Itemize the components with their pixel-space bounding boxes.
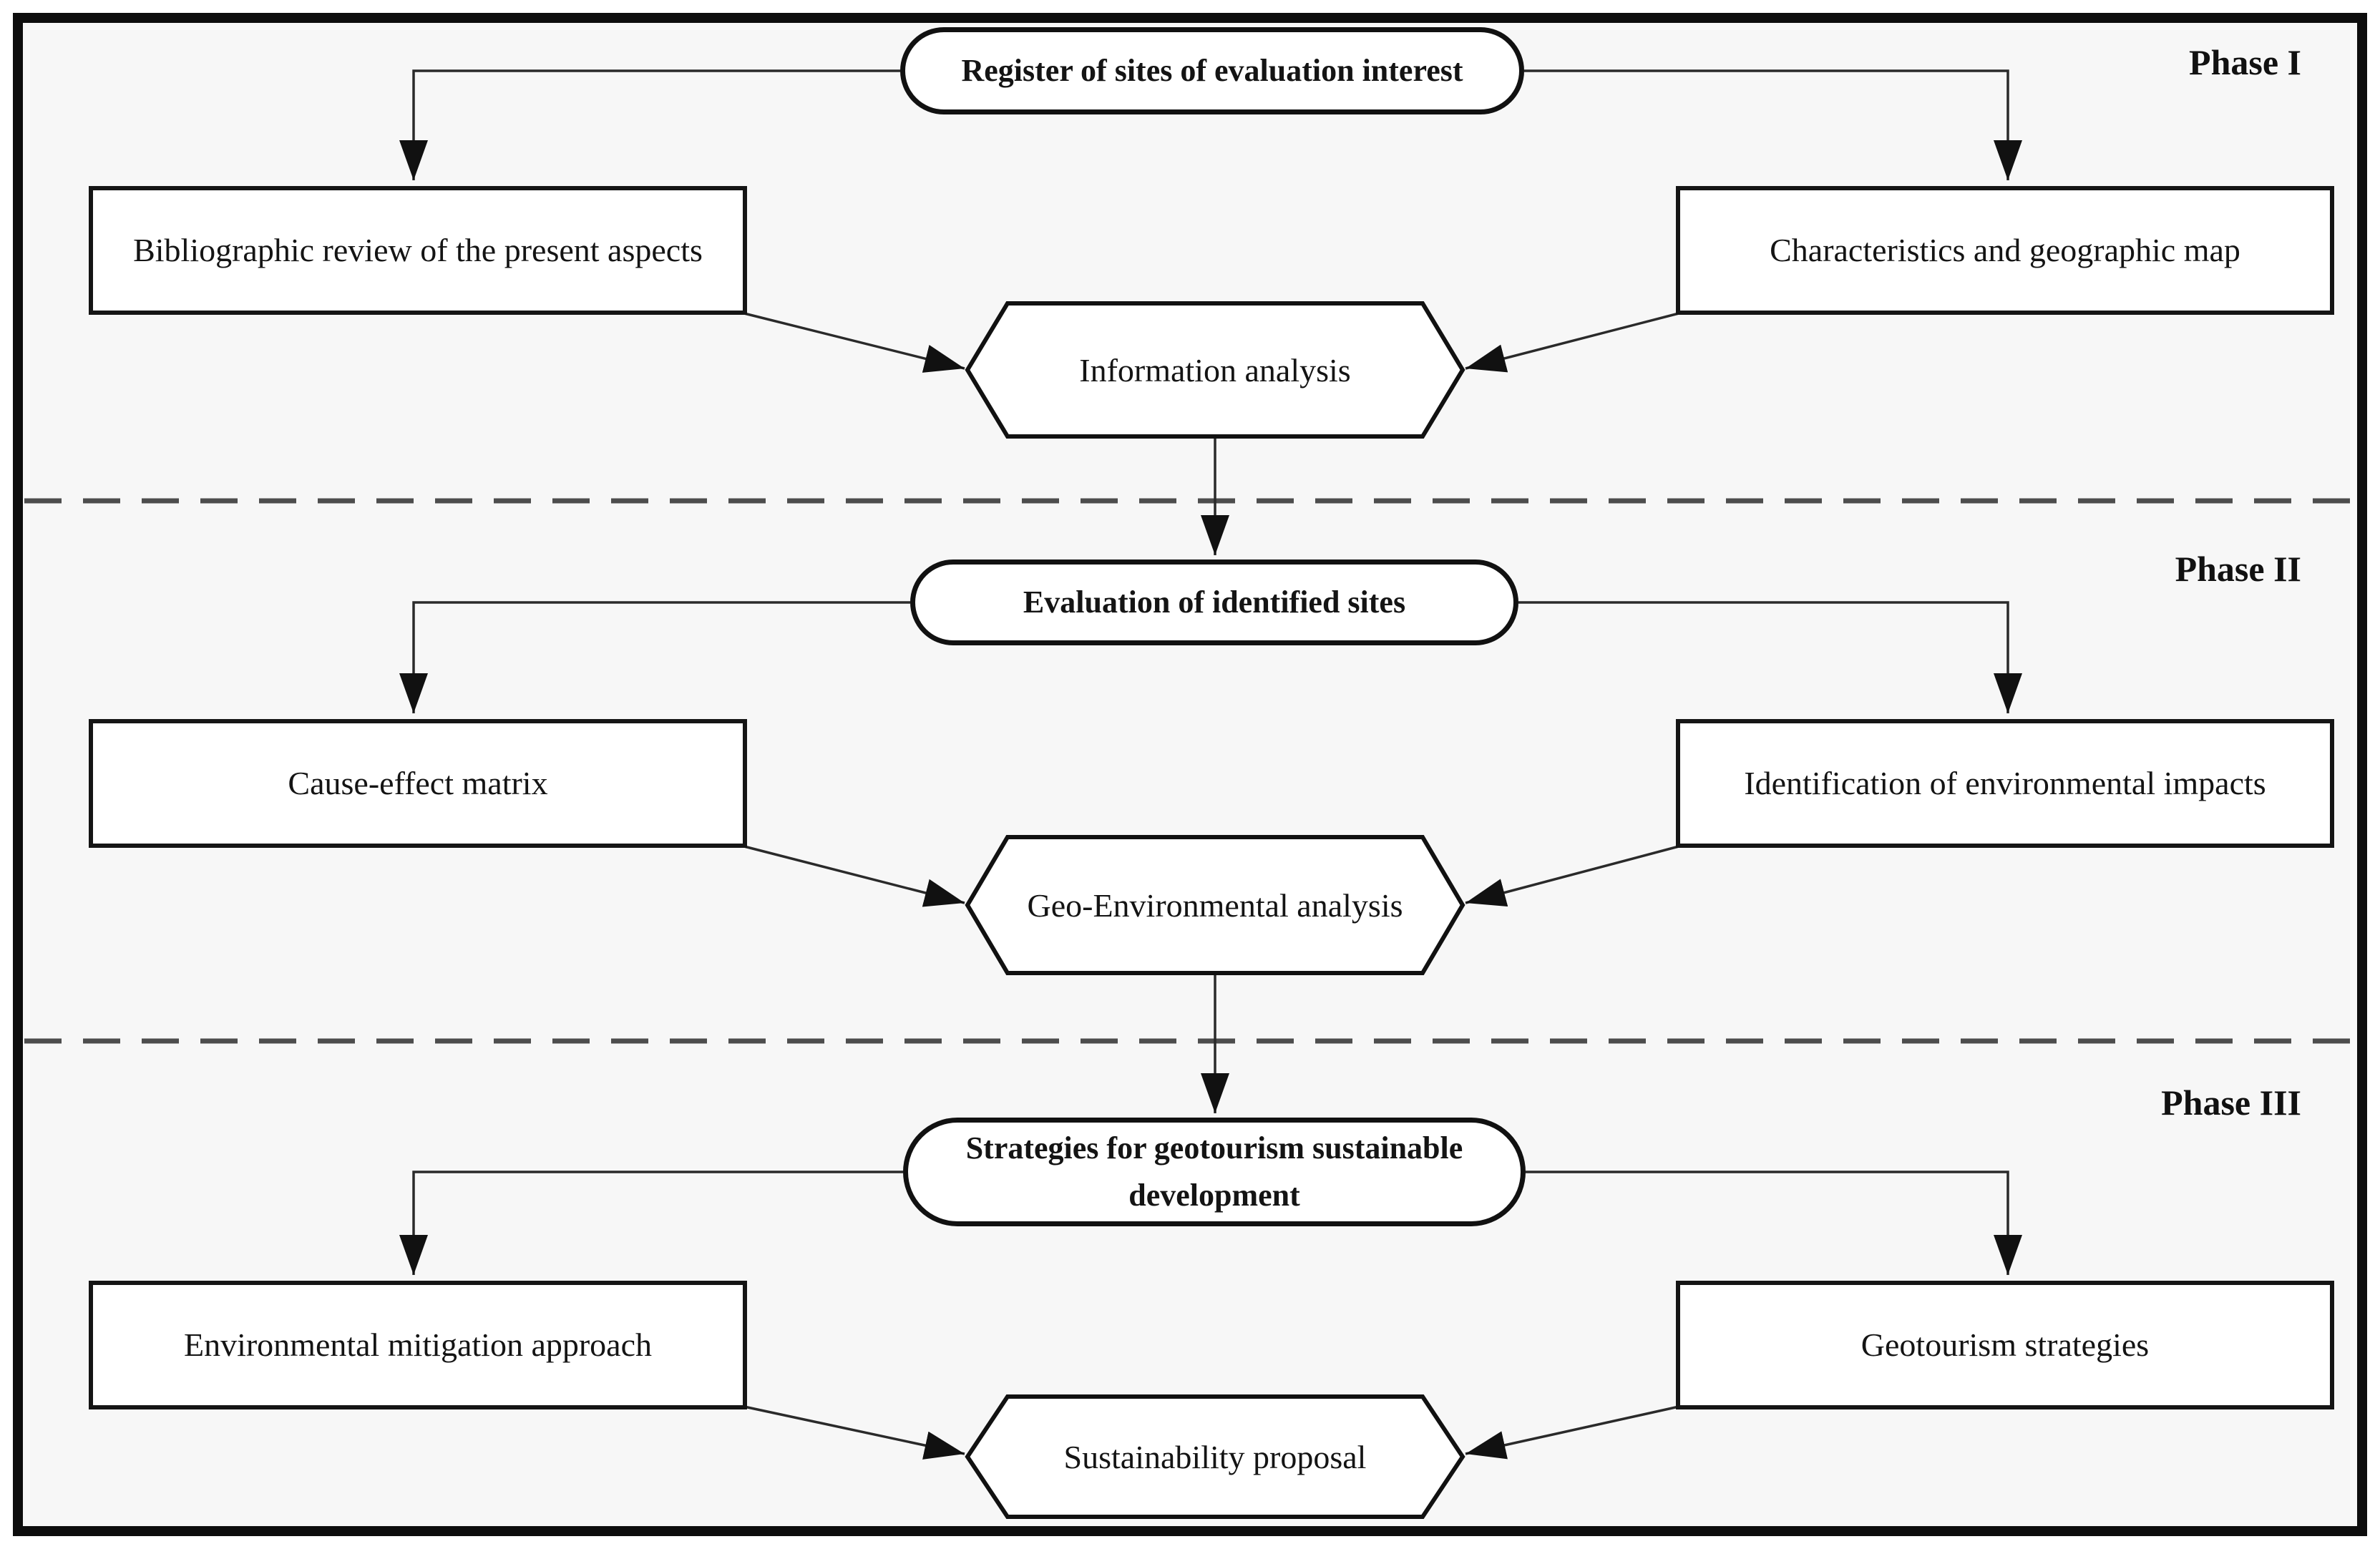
connector-evaluation-to-identification (1518, 601, 2022, 713)
connector-characteristics-to-information-analysis (1465, 312, 1679, 373)
phase-3-label: Phase III (2161, 1083, 2301, 1123)
rect-identification-environmental-impacts: Identification of environmental impacts (1676, 719, 2334, 848)
rect-environmental-mitigation-approach: Environmental mitigation approach (89, 1281, 747, 1409)
rect-bibliographic-review: Bibliographic review of the present aspe… (89, 186, 747, 315)
label-geo-environmental-analysis: Geo-Environmental analysis (1027, 886, 1403, 924)
connector-register-to-bibliographic (399, 69, 900, 180)
rect-characteristics-geographic-map: Characteristics and geographic map (1676, 186, 2334, 315)
phase-1-label: Phase I (2189, 42, 2301, 82)
phase-2-label: Phase II (2175, 549, 2301, 589)
connector-mitigation-to-sustainability (743, 1405, 965, 1460)
connector-bibliographic-to-information-analysis (743, 312, 965, 373)
label-information-analysis: Information analysis (1079, 351, 1351, 389)
connector-register-to-characteristics (1524, 69, 2022, 180)
hexagon-sustainability-proposal (965, 1394, 1465, 1519)
rect-cause-effect-matrix: Cause-effect matrix (89, 719, 747, 848)
connector-identification-to-geo-environmental (1465, 845, 1679, 907)
connector-cause-effect-to-geo-environmental (743, 845, 965, 907)
rect-geotourism-strategies: Geotourism strategies (1676, 1281, 2334, 1409)
hexagon-information-analysis (965, 301, 1465, 439)
stadium-register-of-sites: Register of sites of evaluation interest (900, 27, 1524, 114)
hexagon-geo-environmental-analysis (965, 835, 1465, 975)
stadium-strategies-for-geotourism: Strategies for geotourism sustainable de… (903, 1118, 1526, 1226)
label-sustainability-proposal: Sustainability proposal (1063, 1438, 1367, 1475)
connector-strategies-to-geotourism-strategies (1526, 1171, 2022, 1275)
connector-geotourism-strategies-to-sustainability (1465, 1405, 1679, 1460)
stadium-evaluation-of-identified-sites: Evaluation of identified sites (910, 560, 1518, 645)
connector-strategies-to-mitigation (399, 1171, 903, 1275)
connector-evaluation-to-cause-effect (399, 601, 910, 713)
